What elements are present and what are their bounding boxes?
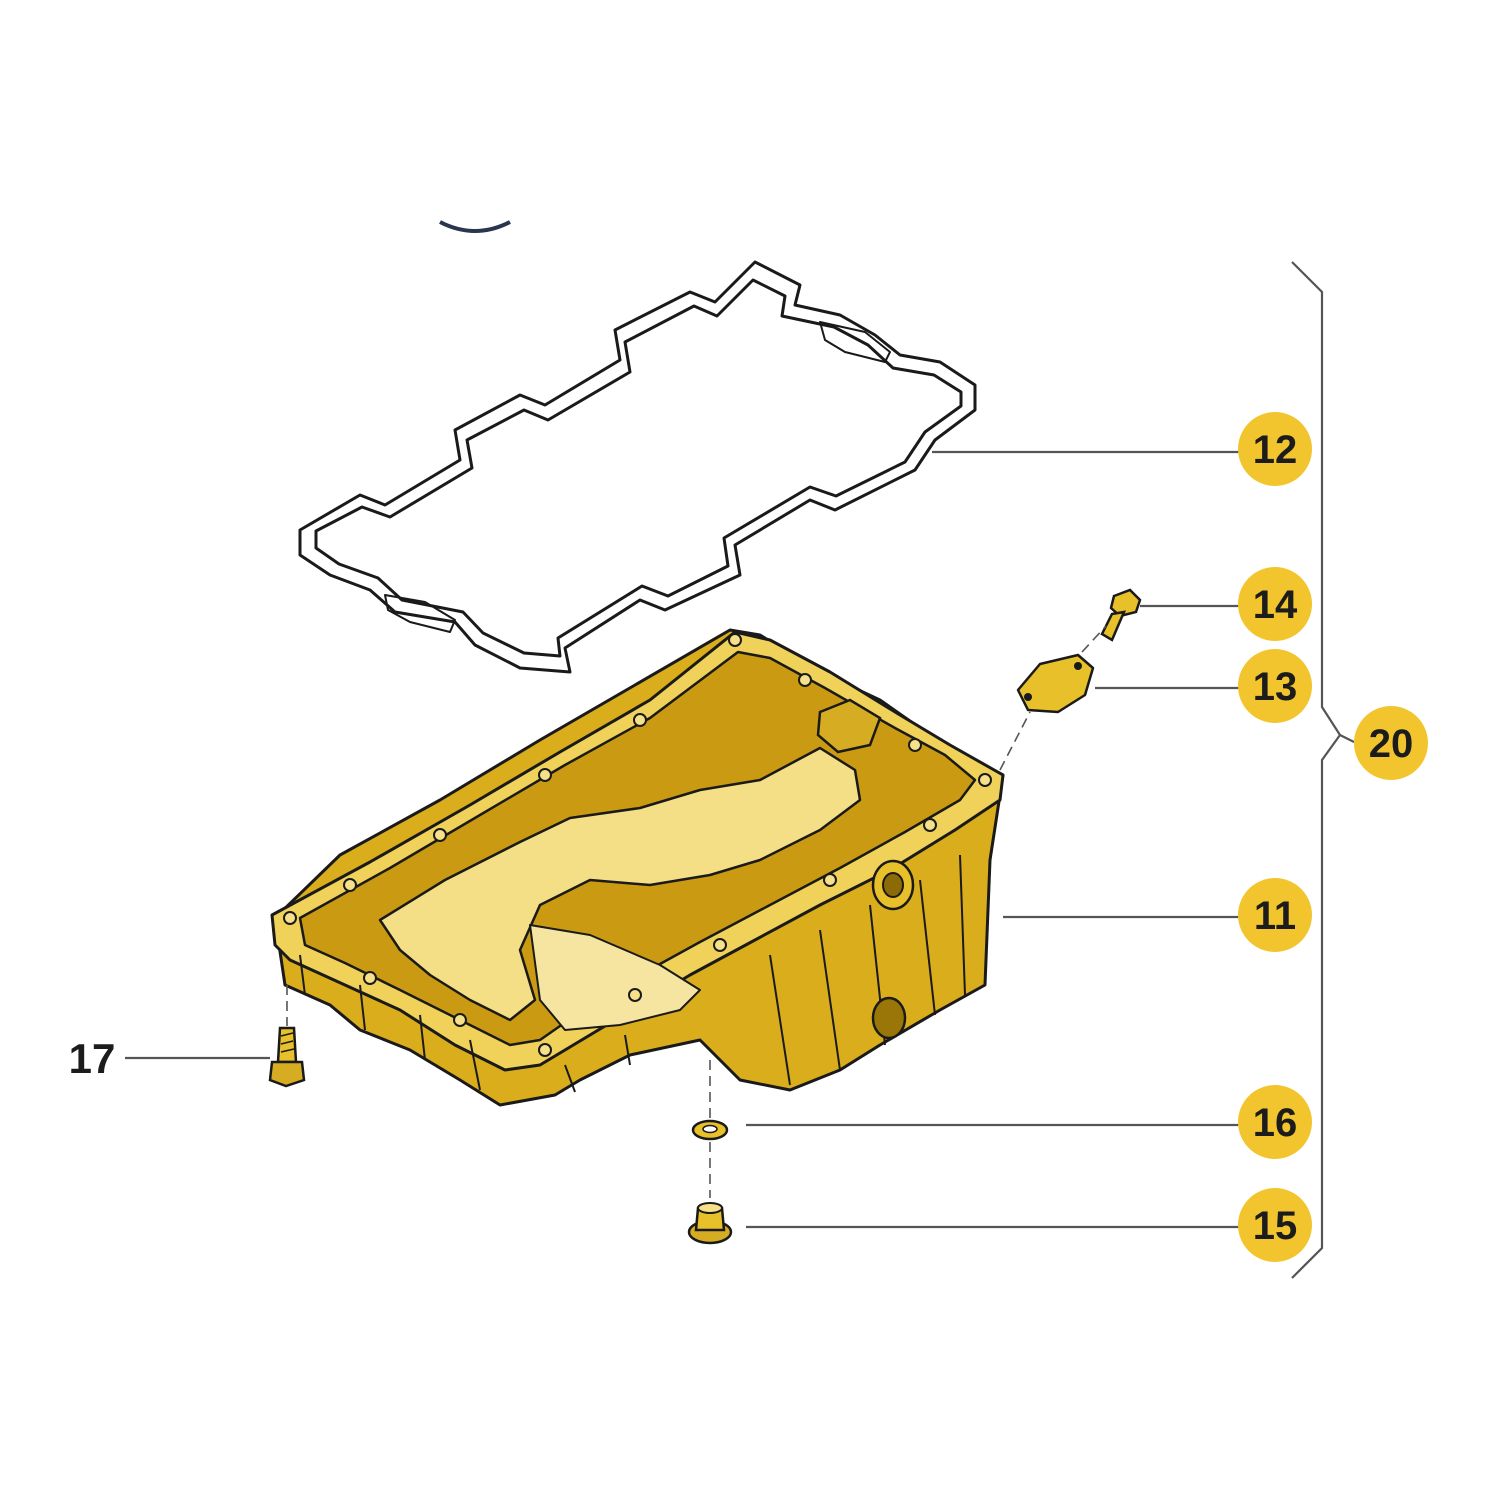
callout-12-label: 12: [1253, 428, 1298, 472]
oil-pan-gasket[interactable]: [298, 260, 977, 674]
callout-20-label: 20: [1369, 722, 1414, 766]
cover-bolt[interactable]: [1100, 588, 1142, 642]
callout-11-label: 11: [1254, 894, 1296, 938]
callout-14[interactable]: 14: [1238, 567, 1312, 641]
callout-11[interactable]: 11: [1238, 878, 1312, 952]
drain-plug[interactable]: [687, 1202, 733, 1245]
oil-pan[interactable]: [270, 628, 1005, 1107]
pan-bolt[interactable]: [268, 1026, 306, 1088]
drain-plug-washer[interactable]: [691, 1119, 729, 1141]
sensor-cover-plate[interactable]: [1016, 653, 1095, 714]
callout-13-label: 13: [1253, 665, 1298, 709]
callout-20[interactable]: 20: [1354, 706, 1428, 780]
callout-14-label: 14: [1253, 583, 1298, 627]
callout-13[interactable]: 13: [1238, 649, 1312, 723]
callout-12[interactable]: 12: [1238, 412, 1312, 486]
label-17[interactable]: 17: [69, 1035, 116, 1082]
cropped-part-fragment: [439, 220, 511, 233]
callout-15-label: 15: [1253, 1204, 1298, 1248]
callout-16-label: 16: [1253, 1101, 1298, 1145]
callout-16[interactable]: 16: [1238, 1085, 1312, 1159]
callout-15[interactable]: 15: [1238, 1188, 1312, 1262]
